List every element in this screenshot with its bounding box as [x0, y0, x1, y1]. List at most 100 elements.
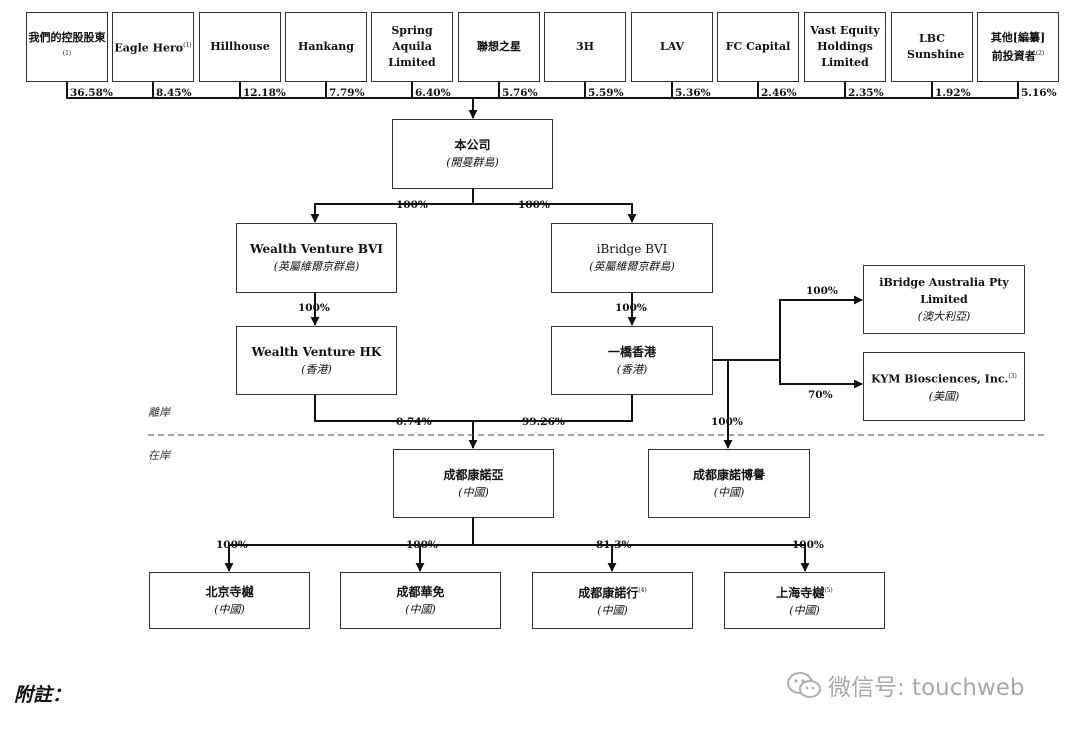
ownership-label: 6.40% — [415, 87, 451, 99]
shareholder-box: LBC Sunshine — [891, 12, 973, 82]
ownership-label: 100% — [518, 199, 550, 211]
shareholder-box: Hankang — [285, 12, 367, 82]
shareholder-name: 我們的控股股東 — [28, 30, 106, 44]
shareholder-box: Spring Aquila Limited — [371, 12, 453, 82]
footnote-marker: (5) — [824, 587, 833, 594]
entity-jurisdiction: (中國) — [789, 604, 820, 617]
entity-jurisdiction: (香港) — [616, 362, 648, 376]
entity-jurisdiction: (中國) — [405, 602, 436, 616]
entity-chengdu-huamian: 成都華免 (中國) — [340, 572, 501, 629]
ownership-label: 100% — [396, 199, 428, 211]
footnote-marker: (1) — [62, 49, 72, 57]
entity-ibridge-australia: iBridge Australia Pty Limited (澳大利亞) — [863, 265, 1025, 334]
entity-name: iBridge BVI — [596, 242, 668, 256]
shareholder-name: FC Capital — [725, 40, 791, 53]
entity-name: Wealth Venture BVI — [250, 242, 383, 256]
shareholder-box: FC Capital — [717, 12, 799, 82]
notes-heading: 附註： — [14, 684, 72, 706]
ownership-label: 100% — [216, 539, 248, 551]
ownership-label: 100% — [806, 285, 838, 297]
entity-name: KYM Biosciences, Inc. — [871, 372, 1009, 386]
entity-jurisdiction: (開曼群島) — [446, 156, 499, 169]
shareholder-box: LAV — [631, 12, 713, 82]
ownership-label: 100% — [615, 302, 647, 314]
ownership-label: 5.16% — [1021, 87, 1057, 99]
zone-offshore-label: 離岸 — [148, 406, 170, 419]
entity-jurisdiction: (中國) — [214, 602, 245, 616]
shareholder-name: Hillhouse — [210, 40, 270, 53]
ownership-label: 100% — [406, 539, 438, 551]
entity-yiqiao-hk: 一橋香港 (香港) — [551, 326, 713, 395]
entity-jurisdiction: (美國) — [928, 389, 960, 403]
entity-name: 成都康諾亞 — [443, 467, 504, 482]
shareholder-name: LBC Sunshine — [907, 32, 965, 61]
entity-name: 成都康諾行 — [578, 586, 639, 600]
ownership-label: 100% — [711, 416, 743, 428]
shareholder-name: LAV — [659, 40, 684, 53]
wechat-icon — [787, 672, 821, 698]
entity-shanghai: 上海寺樾(5) (中國) — [724, 572, 885, 629]
entity-name: 上海寺樾 — [776, 586, 825, 600]
ownership-label: 100% — [298, 302, 330, 314]
ownership-label: 5.76% — [502, 87, 538, 99]
entity-name: iBridge Australia Pty Limited — [879, 276, 1009, 306]
entity-wealth-venture-bvi: Wealth Venture BVI (英屬維爾京群島) — [236, 223, 397, 293]
shareholder-name: Vast Equity Holdings Limited — [810, 24, 880, 69]
shareholder-name: 其他[編纂]前投資者 — [990, 30, 1046, 63]
ownership-label: 36.58% — [70, 87, 113, 99]
ownership-label: 5.59% — [588, 87, 624, 99]
ownership-label: 70% — [808, 389, 833, 401]
ownership-label: 0.74% — [396, 416, 432, 428]
entity-name: 成都康諾博譽 — [692, 467, 765, 482]
shareholder-name: Spring Aquila Limited — [388, 24, 436, 69]
entity-jurisdiction: (澳大利亞) — [917, 310, 971, 323]
ownership-label: 7.79% — [329, 87, 365, 99]
ownership-label: 100% — [792, 539, 824, 551]
shareholder-box: 我們的控股股東 (1) — [26, 12, 108, 82]
shareholder-name: Hankang — [298, 40, 354, 53]
entity-chengdu-kanuoxing: 成都康諾行(4) (中國) — [532, 572, 693, 629]
zone-onshore-label: 在岸 — [148, 449, 170, 462]
ownership-label: 2.46% — [761, 87, 797, 99]
entity-jurisdiction: (英屬維爾京群島) — [589, 260, 675, 273]
entity-jurisdiction: (香港) — [301, 362, 332, 376]
entity-ibridge-bvi: iBridge BVI (英屬維爾京群島) — [551, 223, 713, 293]
entity-name: 成都華免 — [396, 584, 445, 599]
entity-name: 一橋香港 — [607, 344, 656, 359]
shareholder-name: Eagle Hero — [114, 41, 184, 55]
entity-name: 北京寺樾 — [205, 584, 254, 599]
shareholder-box: 聯想之星 — [458, 12, 540, 82]
watermark: 微信号: touchweb — [786, 668, 1025, 702]
entity-chengdu-kanuoya: 成都康諾亞 (中國) — [393, 449, 554, 518]
ownership-label: 2.35% — [848, 87, 884, 99]
shareholder-box: Eagle Hero(1) — [112, 12, 194, 82]
ownership-label: 8.45% — [156, 87, 192, 99]
entity-name: 本公司 — [454, 138, 491, 152]
entity-beijing: 北京寺樾 (中國) — [149, 572, 310, 629]
ownership-label: 1.92% — [935, 87, 971, 99]
shareholder-box: Vast Equity Holdings Limited — [804, 12, 886, 82]
entity-wealth-venture-hk: Wealth Venture HK (香港) — [236, 326, 397, 395]
ownership-label: 99.26% — [522, 416, 565, 428]
footnote-marker: (2) — [1035, 49, 1045, 57]
entity-jurisdiction: (中國) — [458, 485, 489, 499]
shareholder-name: 3H — [575, 40, 595, 53]
ownership-label: 81.3% — [596, 539, 632, 551]
footnote-marker: (3) — [1008, 373, 1017, 381]
entity-jurisdiction: (中國) — [713, 485, 745, 499]
entity-chengdu-kanuoboyu: 成都康諾博譽 (中國) — [648, 449, 810, 518]
shareholder-box: 3H — [544, 12, 626, 82]
entity-name: Wealth Venture HK — [251, 344, 382, 359]
footnote-marker: (1) — [183, 41, 192, 49]
entity-company: 本公司 (開曼群島) — [392, 119, 553, 189]
entity-kym-biosciences: KYM Biosciences, Inc.(3) (美國) — [863, 352, 1025, 421]
footnote-marker: (4) — [638, 587, 647, 594]
shareholder-box: Hillhouse — [199, 12, 281, 82]
shareholder-box: 其他[編纂]前投資者(2) — [977, 12, 1059, 82]
ownership-label: 12.18% — [243, 87, 286, 99]
watermark-text: 微信号: touchweb — [828, 675, 1025, 701]
entity-jurisdiction: (中國) — [597, 604, 628, 617]
shareholder-name: 聯想之星 — [477, 40, 521, 53]
entity-jurisdiction: (英屬維爾京群島) — [273, 260, 360, 273]
